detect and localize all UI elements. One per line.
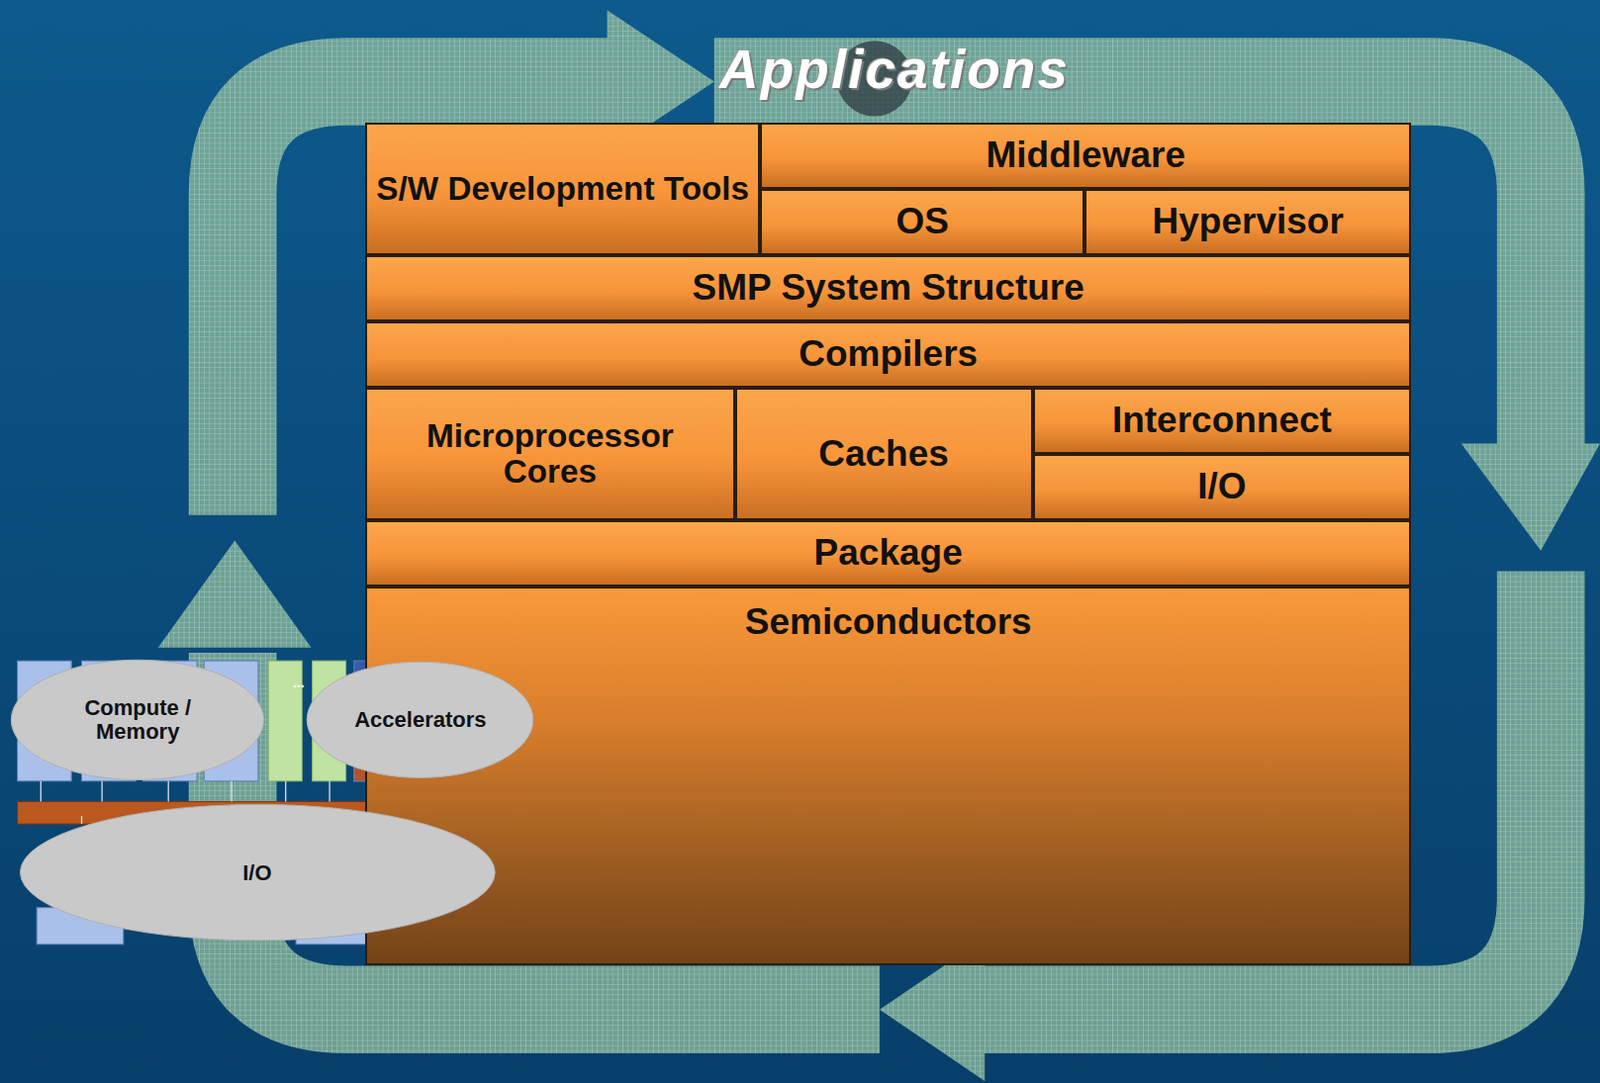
layer-label: I/O xyxy=(1189,467,1254,507)
layer-band: Microprocessor Cores xyxy=(365,387,735,521)
component-ellipse: Compute / Memory xyxy=(9,658,266,782)
layer-band: Package xyxy=(365,520,1412,587)
layer-label: Caches xyxy=(810,434,957,474)
layer-band: OS xyxy=(759,188,1085,256)
layer-label: SMP System Structure xyxy=(684,268,1093,308)
tools-band: S/W Development Tools xyxy=(365,122,760,256)
layer-band: Middleware xyxy=(759,122,1412,189)
layer-label: Microprocessor Cores xyxy=(367,418,733,490)
layer-label: Accelerators xyxy=(354,708,486,733)
component-ellipse: Accelerators xyxy=(305,660,535,780)
ellipsis-mark: ... xyxy=(292,675,305,690)
layer-title: Applications xyxy=(719,42,1070,97)
layer-band: Compilers xyxy=(365,321,1412,388)
component-ellipse: I/O xyxy=(17,803,498,942)
layer-label: Compute / Memory xyxy=(58,696,217,745)
layer-label: Package xyxy=(806,533,971,573)
layer-band: Hypervisor xyxy=(1084,188,1412,256)
layer-label: Semiconductors xyxy=(737,602,1040,643)
layer-label: Middleware xyxy=(978,135,1195,176)
layer-band: I/O xyxy=(1033,454,1412,521)
base-box: Semiconductors xyxy=(365,586,1412,967)
layer-label: OS xyxy=(888,201,957,242)
layer-band: Caches xyxy=(735,387,1034,521)
layer-band: SMP System Structure xyxy=(365,255,1412,322)
layer-label: Hypervisor xyxy=(1144,201,1352,242)
layer-label: I/O xyxy=(242,861,272,886)
layer-label: Interconnect xyxy=(1104,400,1340,441)
layer-label: S/W Development Tools xyxy=(368,171,757,207)
layer-band: Interconnect xyxy=(1033,387,1412,455)
layer-label: Compilers xyxy=(790,334,986,375)
